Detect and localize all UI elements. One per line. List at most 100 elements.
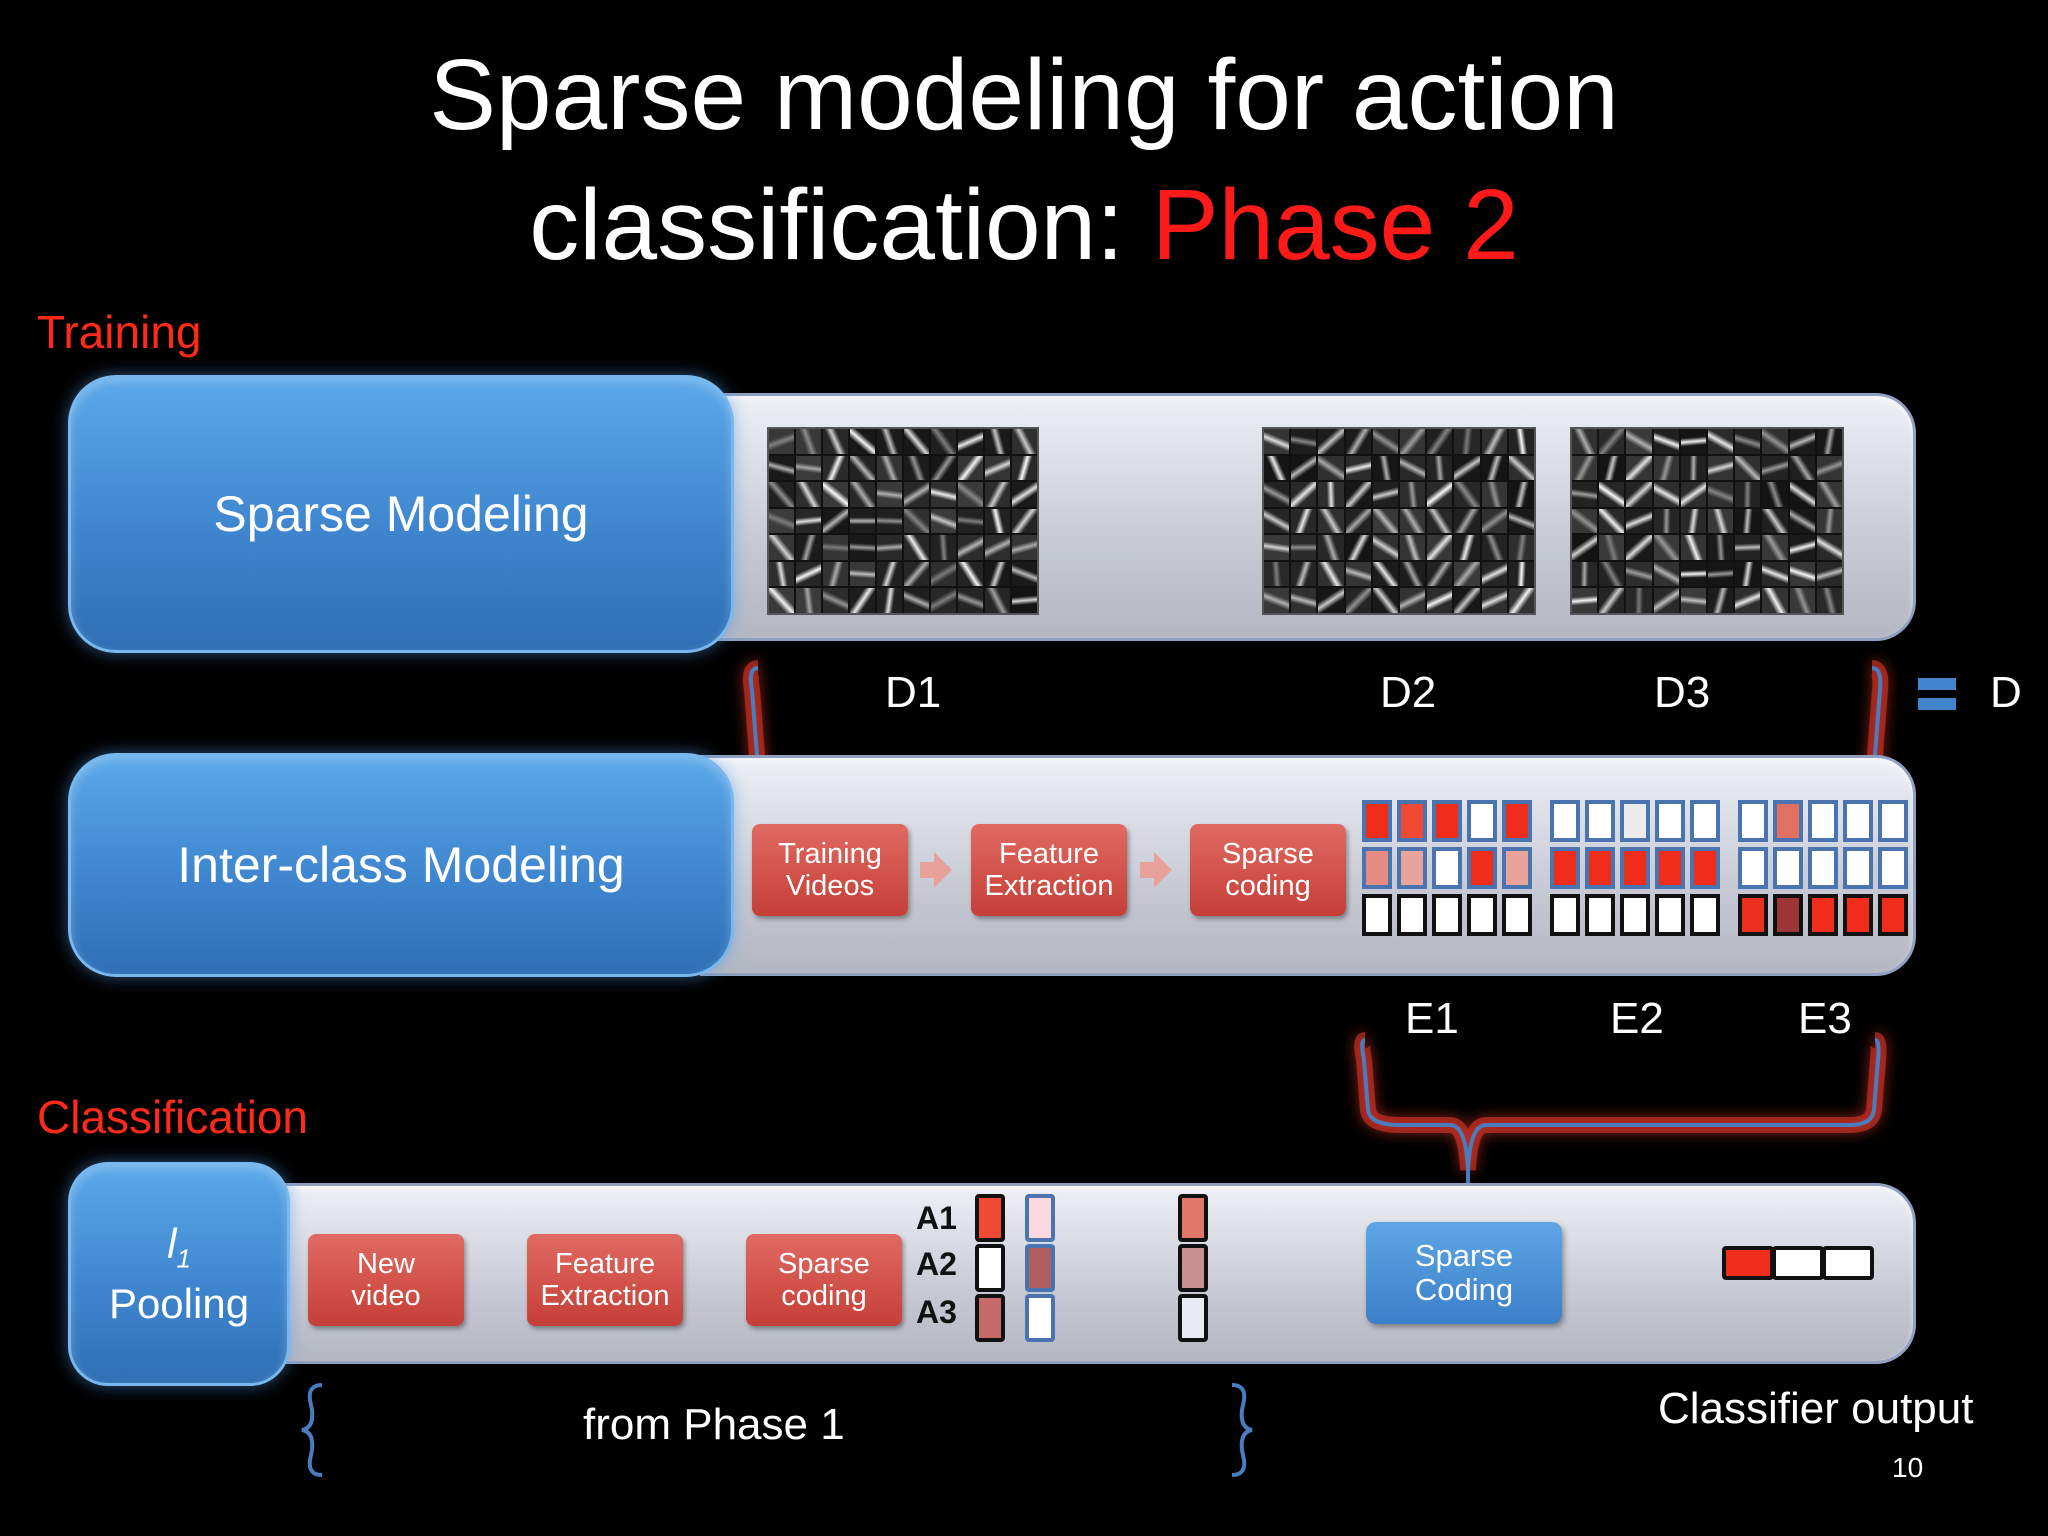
dictionary-atom [1572,455,1598,481]
dictionary-atom [1735,508,1761,534]
dictionary-atom [1481,482,1507,507]
dictionary-atom [1816,455,1842,481]
inter-class-modeling-label: Inter-class Modeling [177,837,625,893]
dictionary-atom [877,535,902,560]
dictionary-atom [958,561,983,587]
a1-label: A1 [916,1200,957,1236]
dictionary-atom [1264,508,1290,534]
dictionary-atom [850,508,875,534]
dictionary-atom [1508,561,1534,587]
encoding-cell [1502,847,1532,889]
dictionary-atom [904,508,929,534]
dictionary-atom [877,588,902,613]
dictionary-atom [823,508,848,534]
dictionary-atom [1318,588,1344,613]
dictionary-atom [1735,482,1761,507]
dictionary-atom [1400,588,1426,613]
dictionary-atom [1427,508,1453,534]
dictionary-atom [1454,455,1480,481]
dictionary-atom [1653,588,1679,613]
dictionary-atom [985,561,1010,587]
dictionary-atom [796,535,821,560]
dictionary-atom [1345,455,1371,481]
dictionary-atom [1012,455,1037,481]
dictionary-atom [1427,561,1453,587]
dictionary-atom [1708,561,1734,587]
dictionary-atom [1708,482,1734,507]
dictionary-atom [796,455,821,481]
dictionary-atom [1816,482,1842,507]
dictionary-atom [1291,429,1317,454]
dictionary-atom [769,535,794,560]
vector-cell [1025,1294,1055,1342]
encoding-cell [1362,800,1392,842]
dictionary-atom [1572,508,1598,534]
dictionary-atom [931,561,956,587]
dictionary-atom [796,588,821,613]
encoding-cell [1502,800,1532,842]
dictionary-atom [823,429,848,454]
dictionary-atom [1572,588,1598,613]
dictionary-atom [1599,561,1625,587]
dictionary-atom [904,482,929,507]
dictionary-atom [1345,561,1371,587]
encoding-cell [1655,847,1685,889]
sparse-modeling-box: Sparse Modeling [68,375,734,653]
classifier-output-label: Classifier output [1658,1384,1974,1433]
title-highlight: Phase 2 [1151,169,1519,281]
dictionary-atom [1427,482,1453,507]
dictionary-atom [1400,455,1426,481]
feature-extraction-line2: Extraction [984,870,1114,902]
d3-label: D3 [1654,668,1711,717]
encoding-cell [1467,800,1497,842]
vector-cell [1178,1244,1208,1292]
dictionary-atom [985,429,1010,454]
encoding-cell [1655,800,1685,842]
dictionary-atom [1454,482,1480,507]
dictionary-atom [1345,535,1371,560]
dictionary-atom [769,561,794,587]
dictionary-atom [1626,588,1652,613]
dictionary-atom [1789,482,1815,507]
encoding-cell [1878,847,1908,889]
dictionary-atom [931,588,956,613]
output-cell [1722,1246,1774,1280]
dictionary-atom [850,429,875,454]
dictionary-atom [1572,482,1598,507]
dictionary-atom [1454,508,1480,534]
inter-class-modeling-box: Inter-class Modeling [68,753,734,977]
encoding-cell [1808,847,1838,889]
encoding-cell [1550,800,1580,842]
encoding-cell [1550,894,1580,936]
encoding-cell [1397,847,1427,889]
dictionary-atom [823,561,848,587]
dictionary-atom [1680,429,1706,454]
dictionary-atom [985,455,1010,481]
dictionary-atom [1372,455,1398,481]
dictionary-atom [1816,508,1842,534]
from-phase-right-brace [1231,1383,1253,1477]
output-cell [1772,1246,1824,1280]
dictionary-atom [1427,429,1453,454]
training-videos-box: Training Videos [752,824,908,916]
dictionary-atom [1291,455,1317,481]
encoding-cell [1397,800,1427,842]
encoding-cell [1467,894,1497,936]
dictionary-atom [1762,561,1788,587]
dictionary-atom [1400,429,1426,454]
dictionary-atom [1012,429,1037,454]
dictionary-atom [1789,429,1815,454]
dictionary-atom [1762,508,1788,534]
encoding-cell [1620,894,1650,936]
dictionary-atom [1318,561,1344,587]
dictionary-atom [1626,561,1652,587]
dictionary-atom [1626,535,1652,560]
encoding-cell [1362,847,1392,889]
dictionary-atom [1626,508,1652,534]
dictionary-atom [823,482,848,507]
slide-title-line2: classification: Phase 2 [0,160,2048,290]
new-video-line1: New [356,1248,415,1280]
encoding-cell [1808,800,1838,842]
dictionary-atom [1264,429,1290,454]
dictionary-atom [1291,482,1317,507]
